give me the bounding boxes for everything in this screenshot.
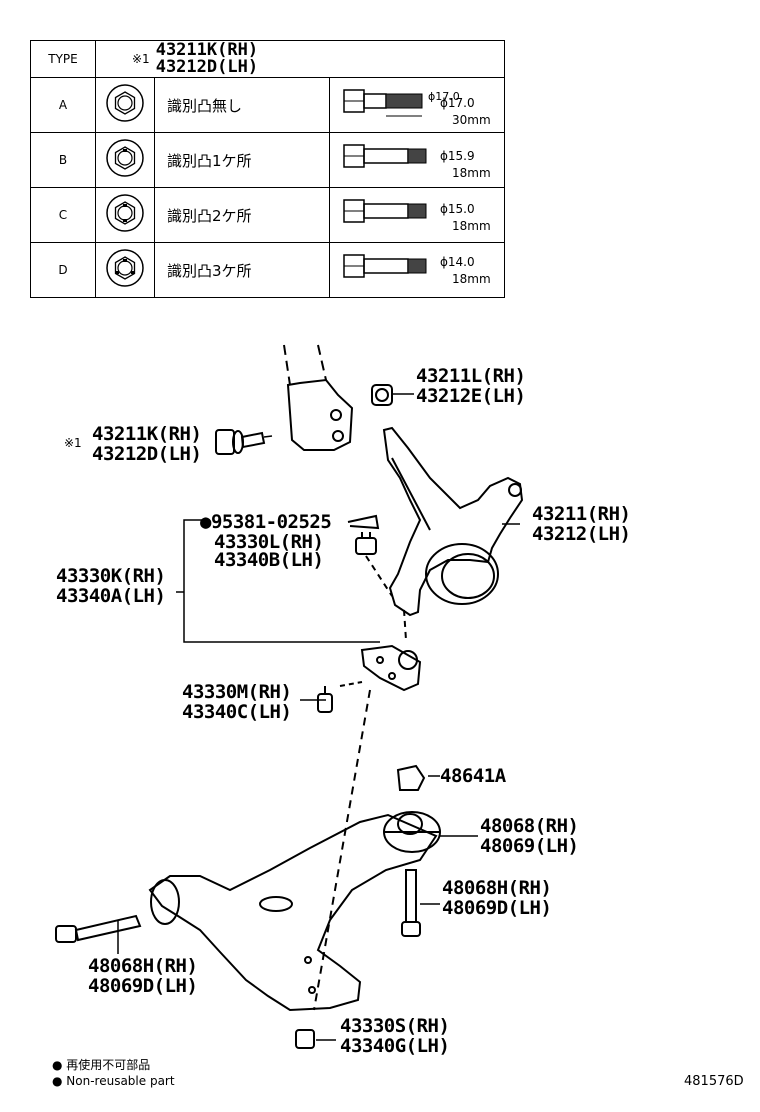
type-label: C xyxy=(30,187,96,243)
type-label: B xyxy=(30,132,96,188)
len-a: 30mm xyxy=(452,113,491,127)
kit-bracket-line xyxy=(183,519,380,643)
label-43340a: 43340A(LH) xyxy=(56,585,166,607)
type-header-part-rh: 43211K(RH) xyxy=(155,40,259,60)
note-jp: ● 再使用不可部品 xyxy=(52,1058,151,1072)
strut-tube-icon xyxy=(283,344,327,386)
label-43211k: 43211K(RH) xyxy=(92,423,202,445)
len-b: 18mm xyxy=(452,166,491,180)
label-48069d-left: 48069D(LH) xyxy=(88,975,198,997)
bolt-profile-d-icon xyxy=(343,254,427,278)
type-header-parts: ※1 43211K(RH) 43212D(LH) xyxy=(95,40,505,78)
cotter-pin-icon xyxy=(347,514,380,530)
dia-c: ϕ15.0 xyxy=(440,202,475,216)
steering-knuckle-icon xyxy=(382,426,524,617)
lower-control-arm-icon xyxy=(148,813,438,1012)
bolt-profile-cell: ϕ17.0 xyxy=(329,77,505,133)
label-43330k: 43330K(RH) xyxy=(56,565,166,587)
label-48069d-right: 48069D(LH) xyxy=(442,897,552,919)
bushing-icon xyxy=(383,811,441,853)
bolt-head-cell xyxy=(95,77,155,133)
label-mark1: ※1 xyxy=(64,436,82,450)
nut-48641a-icon xyxy=(396,764,426,791)
type-row-c: C 識別凸2ケ所 xyxy=(30,187,505,243)
type-header: TYPE xyxy=(30,40,96,78)
bolt-head-cell xyxy=(95,187,155,243)
ball-joint-icon xyxy=(360,644,422,692)
type-desc: 識別凸1ケ所 xyxy=(154,132,330,188)
type-desc: 識別凸3ケ所 xyxy=(154,242,330,298)
bolt-profile-c-icon xyxy=(343,199,427,223)
label-43340g: 43340G(LH) xyxy=(340,1035,450,1057)
dia-d: ϕ14.0 xyxy=(440,255,475,269)
bolt-43330m-icon xyxy=(317,686,333,713)
type-header-part-lh: 43212D(LH) xyxy=(155,57,259,77)
bolt-head-d-icon xyxy=(106,249,144,287)
label-43211l: 43211L(RH) xyxy=(416,365,526,387)
horizontal-bolt-icon xyxy=(55,914,142,943)
nut-43211l-icon xyxy=(371,384,393,406)
label-43211: 43211(RH) xyxy=(532,503,631,525)
label-95381: ●95381-02525 xyxy=(200,511,332,533)
castle-nut-icon xyxy=(355,532,377,555)
bolt-profile-a-icon: ϕ17.0 xyxy=(343,89,460,117)
type-table-header: TYPE ※1 43211K(RH) 43212D(LH) xyxy=(30,40,505,78)
bolt-type-table: TYPE ※1 43211K(RH) 43212D(LH) A 識別凸無し xyxy=(30,40,505,298)
vertical-bolt-icon xyxy=(401,869,421,937)
label-43212d: 43212D(LH) xyxy=(92,443,202,465)
label-48641a: 48641A xyxy=(440,765,506,787)
type-row-d: D 識別凸3ケ所 xyxy=(30,242,505,298)
label-43212: 43212(LH) xyxy=(532,523,631,545)
label-43330m: 43330M(RH) xyxy=(182,681,292,703)
bolt-profile-b-icon xyxy=(343,144,427,168)
bolt-head-a-icon xyxy=(106,84,144,122)
bolt-head-c-icon xyxy=(106,194,144,232)
label-48068h-right: 48068H(RH) xyxy=(442,877,552,899)
label-43340b: 43340B(LH) xyxy=(214,549,324,571)
label-43330s: 43330S(RH) xyxy=(340,1015,450,1037)
bolt-head-cell xyxy=(95,132,155,188)
diagram-id: 481576D xyxy=(684,1074,744,1089)
camber-bolt-icon xyxy=(215,429,266,455)
label-48068: 48068(RH) xyxy=(480,815,579,837)
type-row-b: B 識別凸1ケ所 xyxy=(30,132,505,188)
label-43340c: 43340C(LH) xyxy=(182,701,292,723)
bolt-profile-cell xyxy=(329,132,505,188)
label-43330l: 43330L(RH) xyxy=(214,531,324,553)
len-d: 18mm xyxy=(452,272,491,286)
bolt-profile-cell xyxy=(329,242,505,298)
len-c: 18mm xyxy=(452,219,491,233)
label-43212e: 43212E(LH) xyxy=(416,385,526,407)
bolt-head-cell xyxy=(95,242,155,298)
dia-a: ϕ17.0 xyxy=(440,96,475,110)
label-48069: 48069(LH) xyxy=(480,835,579,857)
nut-43330s-icon xyxy=(295,1029,315,1049)
strut-bracket-icon xyxy=(286,378,354,451)
label-48068h-left: 48068H(RH) xyxy=(88,955,198,977)
dia-b: ϕ15.9 xyxy=(440,149,475,163)
type-header-mark: ※1 xyxy=(132,52,150,66)
bolt-head-b-icon xyxy=(106,139,144,177)
svg-text:ϕ17.0: ϕ17.0 xyxy=(428,90,460,103)
note-en: ● Non-reusable part xyxy=(52,1074,175,1088)
